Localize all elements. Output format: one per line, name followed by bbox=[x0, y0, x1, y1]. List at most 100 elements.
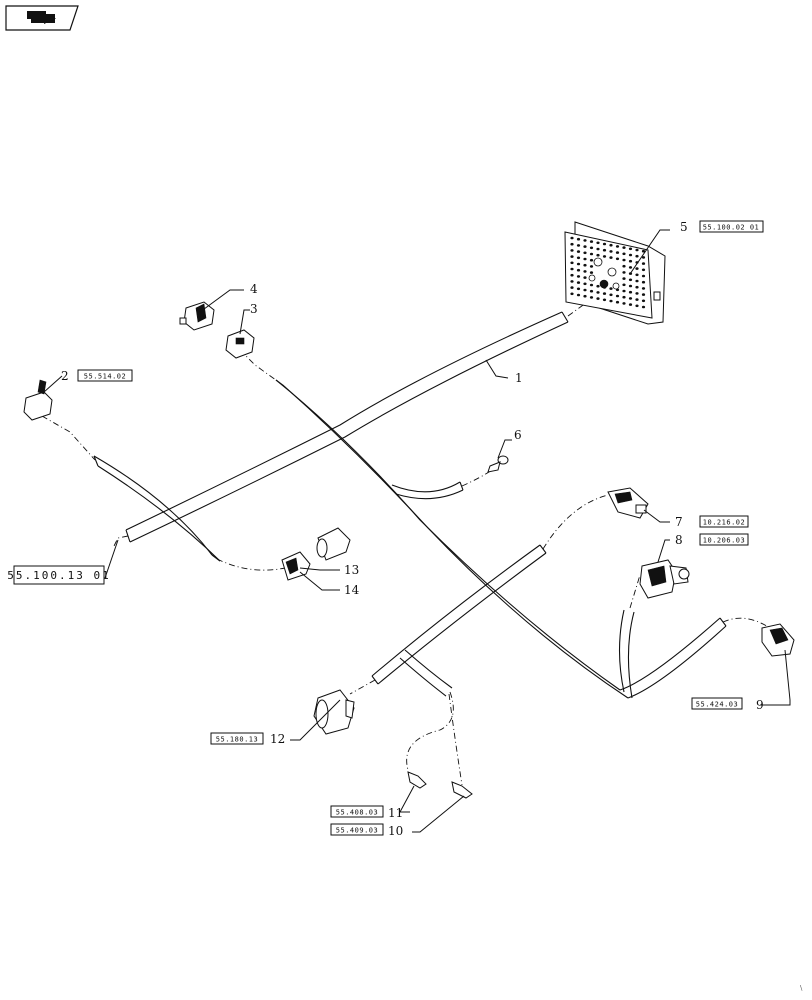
pin bbox=[615, 245, 620, 248]
pin bbox=[628, 297, 633, 300]
pin bbox=[576, 237, 581, 241]
pin bbox=[609, 287, 613, 290]
pin bbox=[596, 253, 600, 257]
ref-55-424-03: 55.424.03 bbox=[691, 697, 743, 710]
svg-text:55.408.03: 55.408.03 bbox=[336, 809, 378, 817]
callout-2: 2 bbox=[61, 369, 69, 383]
pin bbox=[570, 242, 574, 246]
pin bbox=[602, 248, 607, 252]
pin bbox=[576, 244, 581, 247]
pin bbox=[576, 256, 581, 260]
pin bbox=[589, 296, 594, 299]
corner-mark: \ bbox=[800, 984, 803, 992]
pin bbox=[602, 298, 607, 302]
pin bbox=[622, 277, 626, 280]
pin bbox=[635, 304, 639, 308]
pin bbox=[602, 255, 607, 258]
callout-11: 11 bbox=[388, 806, 403, 820]
pin bbox=[641, 256, 646, 259]
svg-text:55.100.13 01: 55.100.13 01 bbox=[7, 569, 110, 582]
connector-12 bbox=[313, 689, 355, 735]
return-arrow-icon[interactable] bbox=[5, 5, 79, 31]
callout-3: 3 bbox=[250, 302, 258, 316]
callout-5: 5 bbox=[680, 220, 688, 234]
pin bbox=[596, 247, 600, 251]
pin bbox=[576, 250, 581, 253]
pin bbox=[615, 294, 620, 298]
pin bbox=[622, 258, 626, 262]
pin bbox=[628, 247, 633, 251]
pin bbox=[583, 288, 587, 292]
pin-cavity bbox=[612, 282, 620, 290]
pin bbox=[622, 295, 626, 299]
pin bbox=[622, 302, 626, 305]
pin bbox=[622, 289, 626, 293]
pin bbox=[641, 249, 646, 253]
pin bbox=[589, 246, 594, 250]
pin bbox=[576, 281, 581, 284]
pin bbox=[635, 254, 639, 258]
svg-text:10.206.03: 10.206.03 bbox=[703, 537, 745, 545]
pin bbox=[589, 265, 594, 268]
pin bbox=[615, 251, 620, 254]
pin bbox=[628, 266, 633, 269]
connector-3 bbox=[225, 329, 255, 359]
ref-55-100-02-01: 55.100.02 01 bbox=[699, 220, 764, 233]
pin bbox=[596, 284, 600, 288]
pin bbox=[596, 297, 600, 300]
connector-6-terminal bbox=[487, 455, 509, 473]
harness-branch-6 bbox=[391, 469, 493, 500]
pin bbox=[628, 278, 633, 282]
pin bbox=[609, 299, 613, 303]
svg-text:55.514.02: 55.514.02 bbox=[84, 373, 126, 381]
callout-6: 6 bbox=[514, 428, 522, 442]
svg-text:55.180.13: 55.180.13 bbox=[216, 736, 258, 744]
connector-8 bbox=[639, 559, 690, 599]
callout-10: 10 bbox=[388, 824, 403, 838]
pin bbox=[583, 263, 587, 267]
ref-55-408-03: 55.408.03 bbox=[330, 805, 384, 818]
pin bbox=[641, 268, 646, 272]
svg-text:55.409.03: 55.409.03 bbox=[336, 827, 378, 835]
ref-10-206-03: 10.206.03 bbox=[699, 533, 749, 546]
pin bbox=[641, 287, 646, 290]
pin bbox=[609, 250, 613, 253]
pin-cavity bbox=[607, 267, 617, 277]
pin bbox=[635, 267, 639, 270]
pin bbox=[596, 291, 600, 294]
harness-branch-3 bbox=[239, 349, 771, 699]
pin bbox=[570, 286, 574, 289]
pin bbox=[602, 242, 607, 246]
harness-branch-main bbox=[112, 299, 591, 549]
pin bbox=[583, 257, 587, 261]
pin bbox=[576, 275, 581, 278]
pin bbox=[628, 290, 633, 294]
ref-55-514-02: 55.514.02 bbox=[77, 369, 133, 382]
pin bbox=[583, 294, 587, 298]
pin bbox=[583, 251, 587, 255]
svg-text:10.216.02: 10.216.02 bbox=[703, 519, 745, 527]
connector-2 bbox=[23, 379, 53, 421]
callout-4: 4 bbox=[250, 282, 258, 296]
connector-7 bbox=[607, 487, 649, 519]
pin bbox=[635, 285, 639, 289]
pin bbox=[615, 300, 620, 304]
connector-4 bbox=[179, 301, 215, 331]
ref-55-180-13: 55.180.13 bbox=[210, 732, 264, 745]
ref-55-100-13-01: 55.100.13 01 bbox=[7, 565, 110, 585]
leader-lines bbox=[43, 229, 791, 833]
callout-12: 12 bbox=[270, 732, 285, 746]
svg-text:55.100.02 01: 55.100.02 01 bbox=[703, 224, 760, 232]
pin bbox=[641, 305, 646, 309]
pin bbox=[641, 280, 646, 284]
callout-7: 7 bbox=[675, 515, 683, 529]
pin bbox=[628, 284, 633, 288]
pin bbox=[576, 268, 581, 272]
pin bbox=[589, 240, 594, 243]
callout-8: 8 bbox=[675, 533, 683, 547]
pin bbox=[570, 236, 574, 240]
pin bbox=[570, 249, 574, 252]
pin bbox=[570, 280, 574, 283]
pin bbox=[589, 271, 594, 274]
pin bbox=[609, 256, 613, 259]
